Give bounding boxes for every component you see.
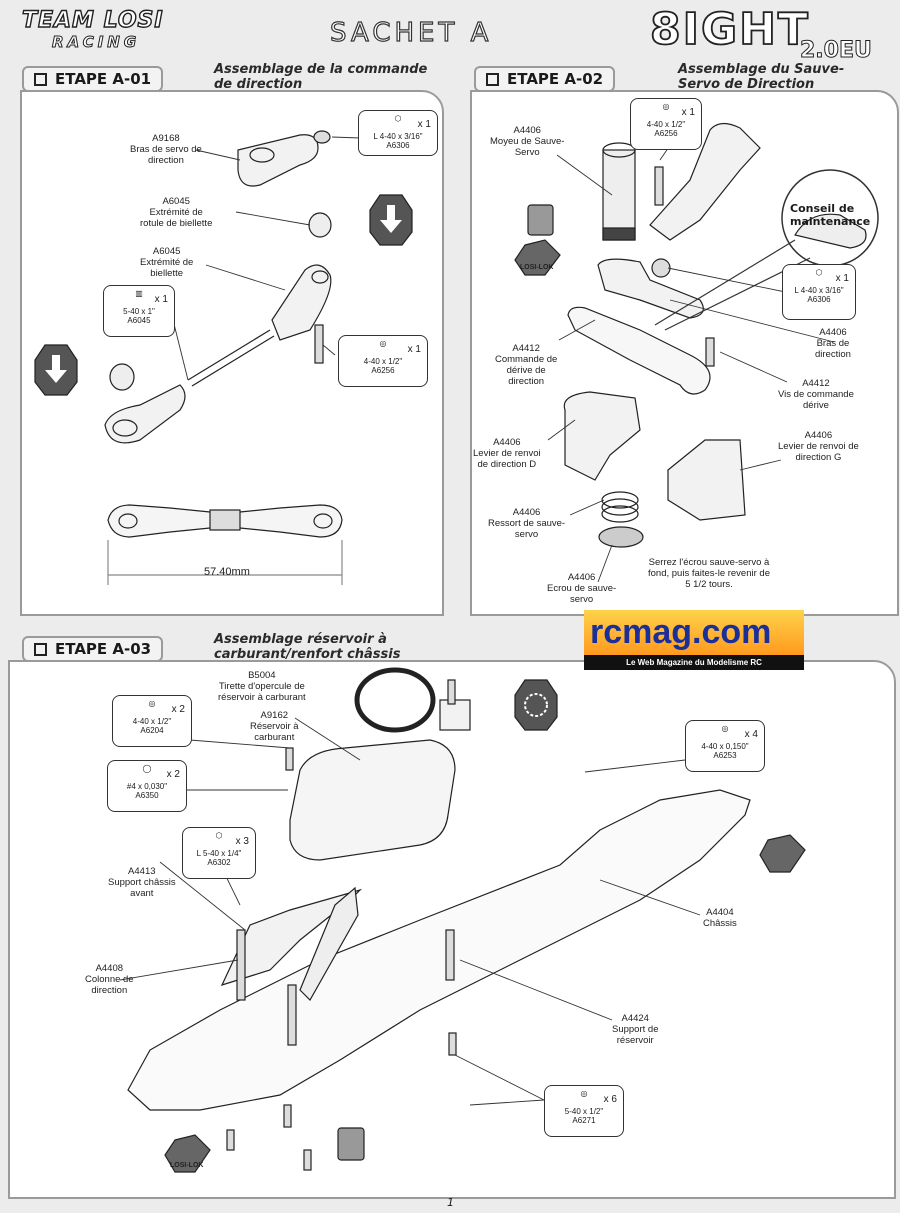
label-fuel-tank: A9162 Réservoir à carburant [250, 710, 299, 743]
hardware-a6045: ▥ x 1 5-40 x 1"A6045 [103, 285, 175, 337]
nut-icon: ⬡ [215, 831, 223, 840]
hardware-a6350: ◯ x 2 #4 x 0,030"A6350 [107, 760, 187, 812]
label-rod-end: A6045 Extrémité de biellette [140, 246, 194, 279]
hardware-a6253: ◎ x 4 4-40 x 0,150"A6253 [685, 720, 765, 772]
hardware-a6256: ◎ x 1 4-40 x 1/2"A6256 [338, 335, 428, 387]
label-drag-link: A4412 Commande de dérive de direction [495, 343, 558, 387]
hardware-a6302: ⬡ x 3 L 5-40 x 1/4"A6302 [182, 827, 256, 879]
brand-racing: RACING [52, 33, 141, 52]
label-fuel-tank-pull: B5004 Tirette d'opercule de réservoir à … [218, 670, 306, 703]
screw-icon: ◎ [379, 339, 387, 348]
rcmag-watermark: rcmag.com Le Web Magazine du Modelisme R… [584, 610, 804, 672]
washer-icon: ◯ [142, 764, 152, 773]
team-losi-logo: TEAM LOSI RACING [21, 7, 212, 58]
step-a02-tab: ETAPE A-02 [474, 66, 616, 92]
label-chassis: A4404 Châssis [703, 907, 737, 929]
screw-icon: ◎ [148, 699, 156, 708]
label-front-chassis-brace: A4413 Support châssis avant [108, 866, 176, 899]
losi-lok-label: LOSI-LOK [520, 264, 554, 271]
step-a02-subtitle: Assemblage du Sauve-Servo de Direction [678, 62, 845, 92]
hardware-a6271: ◎ x 6 5-40 x 1/2"A6271 [544, 1085, 624, 1137]
hardware-a6204: ◎ x 2 4-40 x 1/2"A6204 [112, 695, 192, 747]
maintenance-tip-title: Conseil de maintenance [790, 202, 871, 228]
label-rod-end-ball: A6045 Extrémité de rotule de biellette [140, 196, 213, 229]
step-a03-tab: ETAPE A-03 [22, 636, 164, 662]
label-servo-saver-spring: A4406 Ressort de sauve- servo [488, 507, 566, 540]
hardware-a6256-b: ◎ x 1 4-40 x 1/2"A6256 [630, 98, 702, 150]
label-bellcrank-left: A4406 Levier de renvoi de direction G [778, 430, 859, 463]
losi-lok-label-a03: LOSI-LOK [170, 1162, 204, 1169]
screw-icon: ◎ [580, 1089, 588, 1098]
nut-icon: ⬡ [815, 268, 823, 277]
rcmag-tagline: Le Web Magazine du Modelisme RC [584, 655, 804, 670]
brand-name: TEAM LOSI [21, 7, 164, 33]
screw-icon: ◎ [721, 724, 729, 733]
label-bellcrank-right: A4406 Levier de renvoi de direction D [473, 437, 541, 470]
model-logo: 8IGHT [649, 4, 810, 55]
model-suffix: 2.0EU [800, 38, 873, 64]
label-steering-arm: A4406 Bras de direction [815, 327, 851, 360]
label-servo-saver-nut: A4406 Ecrou de sauve- servo [547, 572, 617, 605]
bag-title: SACHET A [329, 17, 493, 48]
step-a01-tab: ETAPE A-01 [22, 66, 164, 92]
hardware-a6306: ⬡ x 1 L 4-40 x 3/16"A6306 [358, 110, 438, 156]
page-number: 1 [447, 1196, 454, 1209]
label-tank-mount: A4424 Support de réservoir [612, 1013, 659, 1046]
label-drag-link-screw: A4412 Vis de commande dérive [778, 378, 854, 411]
rcmag-logo-text: rcmag.com [584, 610, 804, 655]
servo-saver-instruction: Serrez l'écrou sauve-servo à fond, puis … [648, 557, 770, 590]
link-dimension: 57.40mm [204, 566, 250, 578]
nut-icon: ⬡ [394, 114, 402, 123]
label-steering-post: A4408 Colonne de direction [85, 963, 134, 996]
label-servo-saver-hub: A4406 Moyeu de Sauve- Servo [490, 125, 565, 158]
screw-icon: ◎ [662, 102, 670, 111]
hardware-a6306-b: ⬡ x 1 L 4-40 x 3/16"A6306 [782, 264, 856, 320]
set-screw-icon: ▥ [135, 289, 143, 298]
label-servo-arm: A9168 Bras de servo de direction [130, 133, 202, 166]
